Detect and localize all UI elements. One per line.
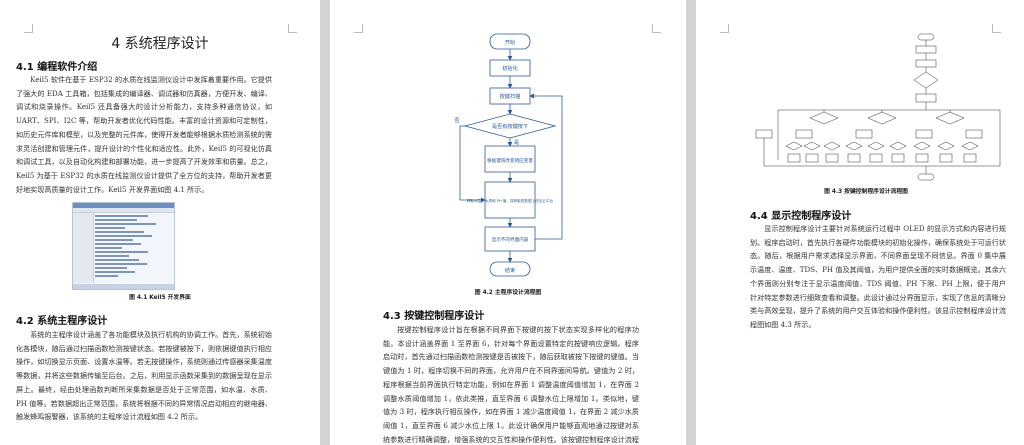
flow-end-label: 结束 xyxy=(505,266,515,274)
section-4-3-body: 按键控制程序设计旨在根据不同界面下按键的按下状态实现多样化的程序功能。本设计涵盖… xyxy=(383,325,639,444)
flow-handle-label: 根据键值改变相应变量 xyxy=(487,157,533,164)
page-1: 4 系统程序设计 4.1 编程软件介绍 Keil5 软件在基于 ESP32 的水… xyxy=(0,0,320,445)
key-control-flowchart xyxy=(755,33,1001,181)
chapter-title: 4 系统程序设计 xyxy=(111,36,209,52)
figure-4-3-caption: 图 4.3 按键控制程序设计流程图 xyxy=(824,189,908,195)
figure-4-2-caption: 图 4.2 主程序设计流程图 xyxy=(474,290,542,296)
page-2: 开始 初始化 按键扫描 是否有按键按下 根据键值改变相应变量 获取水温、水质和 … xyxy=(330,0,686,445)
section-4-4-body: 显示控制程序设计主要针对系统运行过程中 OLED 的显示方式和内容进行规划。程序… xyxy=(750,224,1006,329)
crop-mark xyxy=(288,24,297,33)
keil5-screenshot xyxy=(72,202,175,290)
flow-handle-node xyxy=(484,145,536,173)
flow-init-label: 初始化 xyxy=(502,64,518,72)
flow-decision-label: 是否有按键按下 xyxy=(492,122,528,130)
section-4-4-heading: 4.4 显示控制程序设计 xyxy=(750,211,852,222)
crop-mark xyxy=(720,24,729,33)
page-3: 图 4.3 按键控制程序设计流程图 4.4 显示控制程序设计 显示控制程序设计主… xyxy=(696,0,1024,445)
section-4-1-body: Keil5 软件在基于 ESP32 的水质在线监测仪设计中发挥着重要作用。它提供… xyxy=(16,75,272,194)
crop-mark xyxy=(24,24,33,33)
crop-mark xyxy=(354,24,363,33)
flow-no-label: 否 xyxy=(454,117,459,124)
section-4-3-heading: 4.3 按键控制程序设计 xyxy=(383,311,485,322)
flow-yes-label: 是 xyxy=(514,139,519,146)
figure-4-1-caption: 图 4.1 Keil5 开发界面 xyxy=(129,295,191,301)
flow-display-node xyxy=(484,226,536,252)
main-program-flowchart: 开始 初始化 按键扫描 是否有按键按下 根据键值改变相应变量 获取水温、水质和 … xyxy=(454,33,563,277)
section-4-2-body: 系统的主程序设计涵盖了各功能模块及执行机构的协调工作。首先，系统初始化各模块，随… xyxy=(16,330,272,422)
flow-scan-label: 按键扫描 xyxy=(500,92,521,100)
section-4-1-heading: 4.1 编程软件介绍 xyxy=(16,62,98,73)
crop-mark xyxy=(652,24,661,33)
flow-upload-label: 获取水温、水质和 PH 值，将获取的数据上传至云平台 xyxy=(467,198,554,203)
crop-mark xyxy=(992,24,1001,33)
flow-start-label: 开始 xyxy=(505,38,516,46)
flow-display-label: 显示不同界面内容 xyxy=(492,236,529,243)
section-4-2-heading: 4.2 系统主程序设计 xyxy=(16,316,108,327)
